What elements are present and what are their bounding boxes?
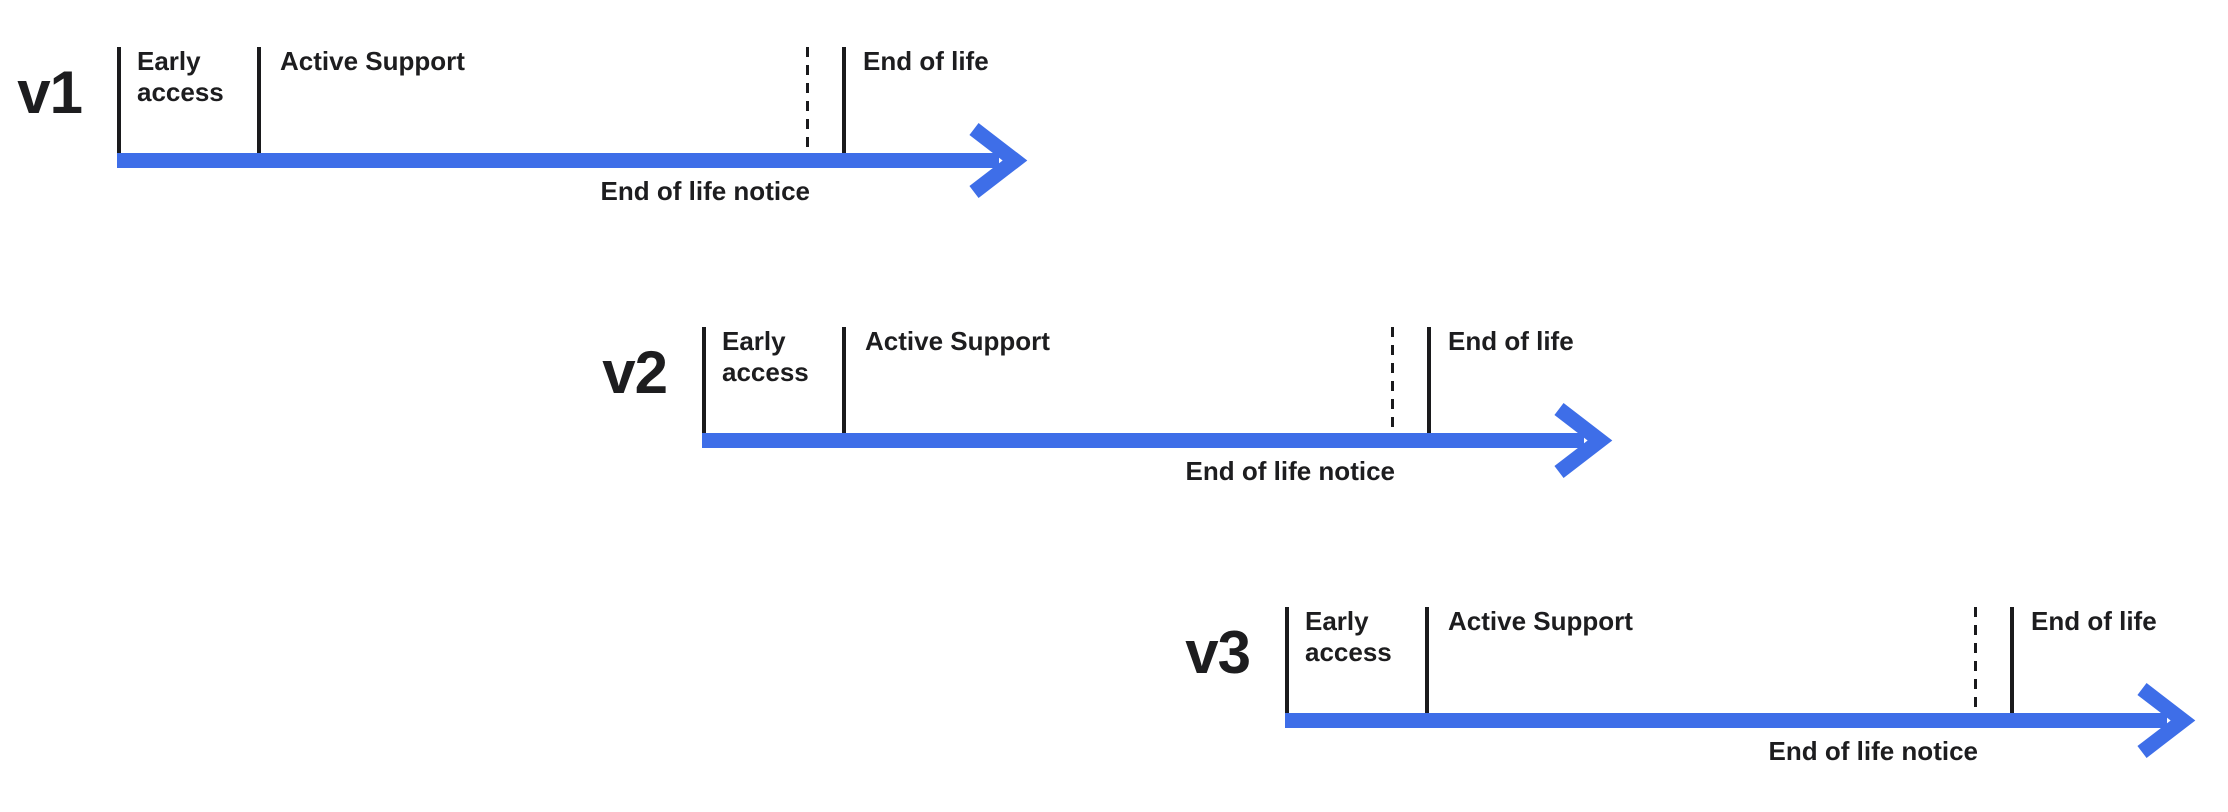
timeline-v1: v1 Early access Active Support End of li… bbox=[0, 0, 1060, 240]
end-of-life-notice-label: End of life notice bbox=[1185, 456, 1395, 486]
early-access-label: Early access bbox=[1305, 606, 1392, 667]
timeline-arrow bbox=[117, 123, 1028, 198]
arrowhead-icon bbox=[1554, 403, 1613, 478]
timeline-arrow bbox=[1285, 683, 2196, 758]
arrowhead-icon bbox=[2137, 683, 2196, 758]
active-support-tick bbox=[1425, 607, 1429, 713]
timeline-v2: v2 Early access Active Support End of li… bbox=[585, 280, 1645, 520]
end-of-life-tick bbox=[842, 47, 846, 153]
arrowhead-icon bbox=[969, 123, 1028, 198]
version-label: v3 bbox=[1185, 619, 1251, 686]
end-of-life-notice-dashed-line bbox=[1391, 327, 1394, 433]
active-support-tick bbox=[842, 327, 846, 433]
end-of-life-label: End of life bbox=[2031, 606, 2157, 636]
active-support-label: Active Support bbox=[280, 46, 465, 76]
version-label: v2 bbox=[602, 339, 668, 406]
end-of-life-notice-dashed-line bbox=[1974, 607, 1977, 713]
end-of-life-label: End of life bbox=[1448, 326, 1574, 356]
active-support-tick bbox=[257, 47, 261, 153]
end-of-life-tick bbox=[1427, 327, 1431, 433]
early-access-label: Early access bbox=[137, 46, 224, 107]
version-label: v1 bbox=[17, 59, 83, 126]
timeline-arrow bbox=[702, 403, 1613, 478]
end-of-life-notice-label: End of life notice bbox=[600, 176, 810, 206]
active-support-label: Active Support bbox=[865, 326, 1050, 356]
active-support-label: Active Support bbox=[1448, 606, 1633, 636]
end-of-life-label: End of life bbox=[863, 46, 989, 76]
early-access-tick bbox=[117, 47, 121, 153]
early-access-tick bbox=[1285, 607, 1289, 713]
early-access-tick bbox=[702, 327, 706, 433]
timeline-v3: v3 Early access Active Support End of li… bbox=[1168, 560, 2228, 800]
end-of-life-notice-dashed-line bbox=[806, 47, 809, 153]
early-access-label: Early access bbox=[722, 326, 809, 387]
end-of-life-tick bbox=[2010, 607, 2014, 713]
end-of-life-notice-label: End of life notice bbox=[1768, 736, 1978, 766]
